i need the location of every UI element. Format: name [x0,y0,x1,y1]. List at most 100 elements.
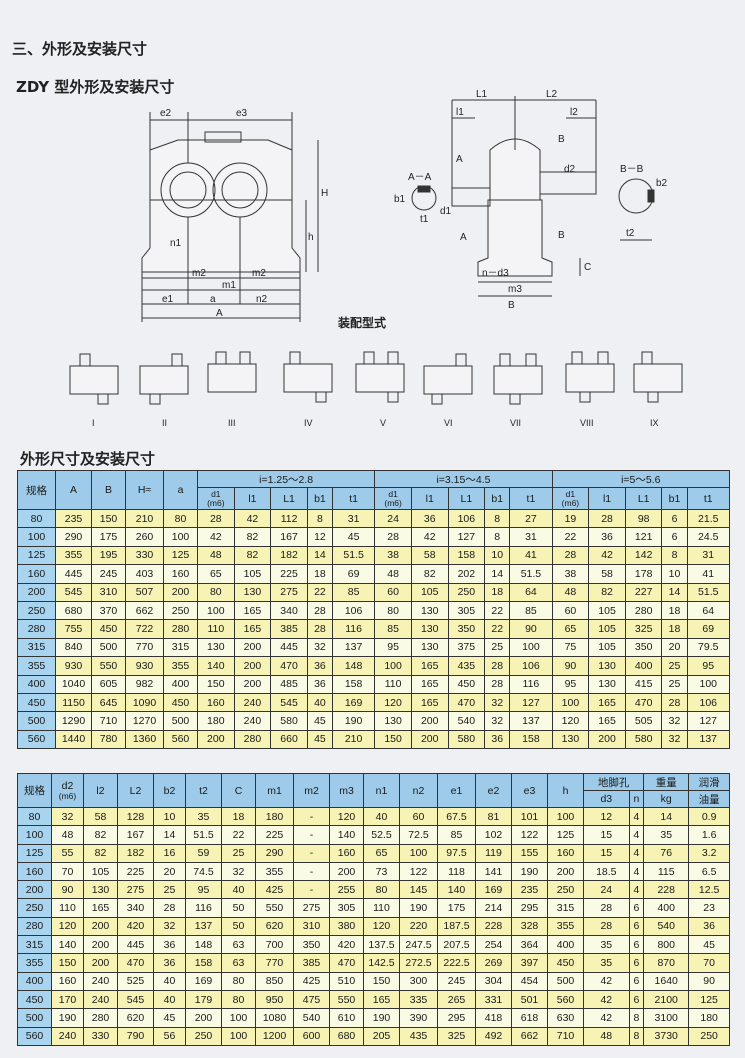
table-cell: 418 [475,1008,512,1028]
label-m1: m1 [222,280,236,291]
label-e3: e3 [236,108,248,119]
table-cell: 116 [509,674,553,694]
table-cell: 475 [293,989,330,1010]
table-cell: 100 [374,656,412,676]
table-cell: 42 [583,1008,630,1028]
table-cell: 350 [624,637,663,658]
table-cell: 182 [117,843,154,863]
table-cell: 32 [661,711,688,731]
table-cell: 8 [628,1026,645,1046]
row-spec: 450 [17,692,56,713]
th-d1-0: d1(m6) [197,487,235,510]
table-cell: 200 [410,729,449,750]
table-cell: 36 [484,729,511,750]
table-cell: 800 [643,935,690,955]
table-cell: 680 [329,1026,364,1046]
dimension-table-2: 规格 d2(m6) l2 L2 b2 t2 C m1 m2 m3 n1 n2 e… [17,773,730,1046]
table-cell: 550 [255,898,294,918]
table-cell: 130 [410,600,449,621]
table-cell: 22 [484,619,511,639]
label-AA: A－A [408,172,432,183]
table-cell: 24 [374,508,412,529]
table-cell: 31 [509,527,553,547]
table-cell: 45 [153,1008,186,1028]
table-cell: 560 [163,729,198,750]
table-cell: 80 [163,508,198,529]
table-cell: 115 [643,861,690,882]
table-cell: 10 [661,564,688,584]
table-cell: 45 [331,527,376,547]
table-cell: 315 [547,898,584,918]
table-cell: 51.5 [686,582,731,602]
table-cell: 275 [293,898,330,918]
th-l1-1: l1 [410,487,449,510]
table-cell: 550 [91,656,126,676]
table-cell: 610 [329,1008,364,1028]
table-cell: 200 [197,729,235,750]
th-foot-holes: 地脚孔 [582,773,645,791]
assembly-type-7: VII [510,418,521,428]
table-cell: 190 [51,1008,84,1028]
table-cell: 28 [484,674,511,694]
table-cell: 36 [153,935,186,955]
table-cell: 18 [221,806,256,827]
th-b1-2: b1 [661,487,688,510]
table-cell: 140 [51,935,84,955]
table-cell: 1270 [125,711,164,731]
table-cell: 722 [125,619,164,639]
table-cell: 148 [331,656,376,676]
row-spec: 500 [17,1008,52,1028]
table-cell: 700 [255,935,294,955]
table-cell: 100 [197,600,235,621]
table-cell: 65 [551,619,590,639]
table-cell: 255 [329,880,364,900]
table-cell: 190 [511,861,548,882]
table-cell: 142 [624,545,663,566]
table-cell: 165 [588,692,626,713]
table-cell: 32 [51,806,84,827]
th-b2: b2 [153,773,186,808]
table-cell: 82 [83,843,118,863]
table-cell: 4 [628,825,645,845]
th-C: C [221,773,256,808]
table-cell: 100 [221,1026,256,1046]
th-d1-name: d1 [211,488,221,499]
table-cell: 45 [306,711,333,731]
th-e1: e1 [437,773,476,808]
table-cell: 507 [125,582,164,602]
table-cell: 28 [551,545,590,566]
table-cell: 175 [91,527,126,547]
label-BB: B－B [620,164,644,175]
table-cell: 200 [233,656,272,676]
table-cell: 125 [688,989,730,1010]
table-cell: 35 [583,953,630,973]
table-cell: 130 [197,637,235,658]
dimension-drawings: e2 e3 H h n1 m2 m2 m1 e1 a n2 A L1 L2 l1… [69,89,683,428]
table-cell: 340 [117,898,154,918]
table-cell: 122 [511,825,548,845]
table-cell: 110 [197,619,235,639]
label-n1: n1 [170,238,182,249]
table-cell: 450 [447,674,486,694]
table-cell: 280 [624,600,663,621]
table-cell: 180 [255,806,294,827]
table-cell: 510 [329,971,364,991]
table-cell: 254 [475,935,512,955]
row-spec: 400 [17,971,52,991]
table-cell: 930 [125,656,164,676]
table-cell: 12 [583,806,630,827]
table-cell: 14 [484,564,511,584]
table-cell: 155 [511,843,548,863]
table-cell: 35 [643,825,690,845]
table-cell: 225 [255,825,294,845]
table-cell: 80 [374,600,412,621]
table-cell: 6 [661,508,688,529]
table-cell: 12 [306,527,333,547]
table-cell: 755 [55,619,92,639]
table-cell: 187.5 [437,916,476,937]
row-spec: 160 [17,861,52,882]
table-cell: 180 [688,1008,730,1028]
